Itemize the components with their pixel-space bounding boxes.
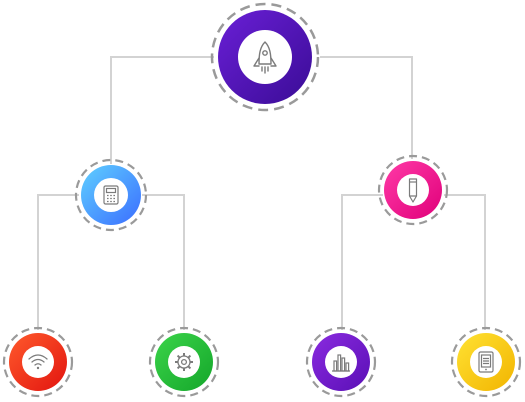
connector-root-right (320, 56, 413, 159)
connector-left-leaf2 (142, 194, 185, 330)
node-right[interactable] (377, 154, 449, 226)
connector-lines (37, 56, 486, 330)
connector-left-leaf1 (37, 194, 79, 330)
node-leaf-4[interactable] (450, 326, 522, 398)
node-leaf-3[interactable] (305, 326, 377, 398)
node-root[interactable] (210, 2, 320, 112)
calculator-icon (103, 185, 119, 205)
connector-right-leaf4 (444, 194, 486, 330)
tablet-icon (478, 351, 494, 373)
rocket-icon (253, 41, 277, 74)
connector-root-left (110, 56, 214, 164)
gear-icon (175, 353, 193, 371)
node-leaf-1[interactable] (2, 326, 74, 398)
wifi-icon (28, 354, 48, 370)
node-leaf-2[interactable] (148, 326, 220, 398)
node-left[interactable] (74, 158, 148, 232)
pencil-icon (408, 178, 418, 203)
bar-chart-icon (332, 354, 350, 372)
connector-right-leaf3 (341, 194, 383, 330)
